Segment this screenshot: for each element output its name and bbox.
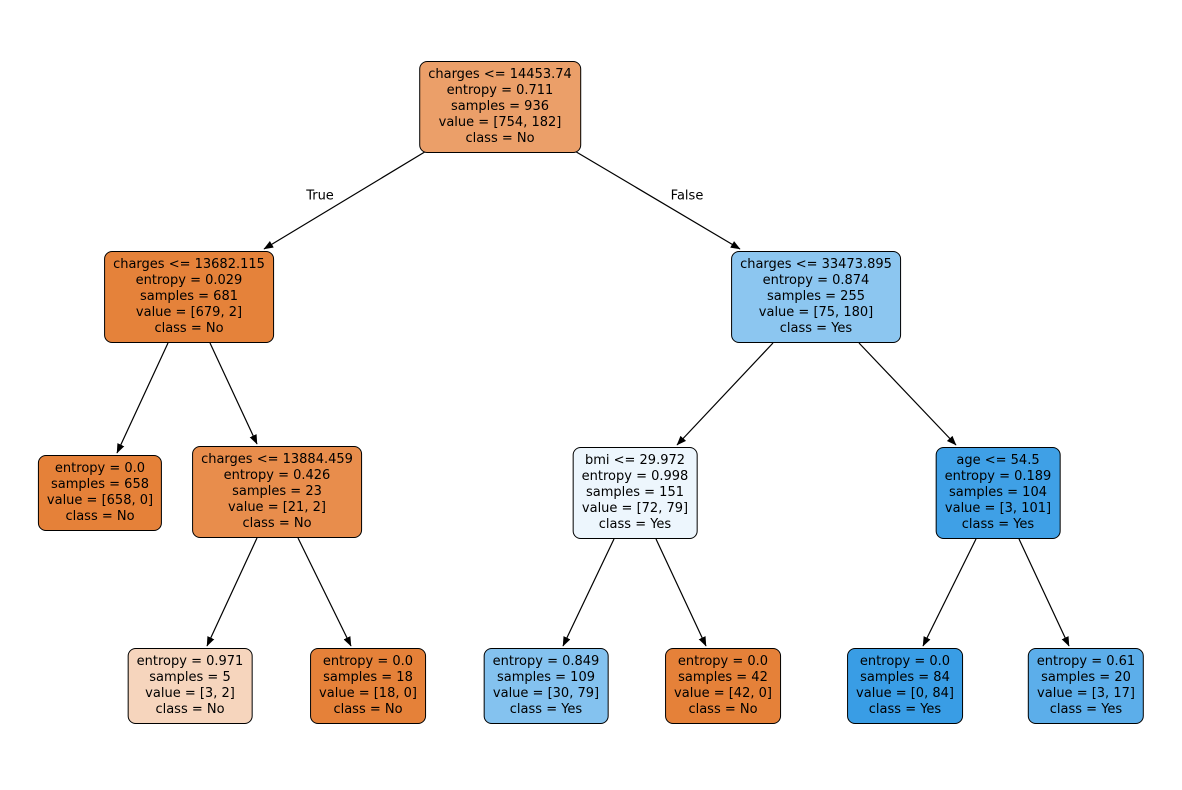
node-value: value = [3, 101] — [944, 501, 1052, 516]
node-depth1-right: charges <= 33473.895 entropy = 0.874 sam… — [731, 251, 901, 343]
node-samples: samples = 151 — [585, 485, 685, 500]
node-class: class = Yes — [961, 517, 1035, 532]
node-samples: samples = 681 — [139, 289, 238, 304]
node-value: value = [3, 2] — [145, 686, 235, 701]
node-condition: age <= 54.5 — [956, 453, 1040, 468]
node-value: value = [30, 79] — [492, 686, 600, 701]
node-entropy: entropy = 0.998 — [581, 469, 689, 484]
edge-bmi-to-leaf30-79 — [562, 538, 615, 647]
node-value: value = [754, 182] — [438, 115, 562, 130]
node-split-13884: charges <= 13884.459 entropy = 0.426 sam… — [192, 446, 362, 538]
edge-right-to-bmi — [676, 342, 774, 446]
node-samples: samples = 5 — [149, 670, 231, 685]
node-entropy: entropy = 0.0 — [322, 654, 414, 669]
node-value: value = [658, 0] — [46, 493, 154, 508]
node-entropy: entropy = 0.0 — [54, 461, 146, 476]
node-condition: charges <= 13682.115 — [113, 257, 265, 272]
node-class: class = Yes — [598, 517, 672, 532]
node-leaf-18-0: entropy = 0.0 samples = 18 value = [18, … — [310, 648, 426, 724]
node-condition: charges <= 13884.459 — [201, 452, 353, 467]
node-class: class = No — [242, 516, 312, 531]
node-entropy: entropy = 0.029 — [135, 273, 243, 288]
node-class: class = No — [65, 509, 135, 524]
node-entropy: entropy = 0.0 — [859, 654, 951, 669]
node-entropy: entropy = 0.426 — [223, 468, 331, 483]
node-split-bmi: bmi <= 29.972 entropy = 0.998 samples = … — [572, 447, 698, 539]
node-samples: samples = 18 — [323, 670, 413, 685]
edge-split13884-to-leaf3-2 — [206, 537, 258, 647]
edge-label-false: False — [670, 188, 704, 204]
node-entropy: entropy = 0.849 — [492, 654, 600, 669]
edge-age-to-leaf3-17 — [1018, 538, 1070, 647]
node-condition: charges <= 14453.74 — [428, 67, 572, 82]
node-class: class = Yes — [509, 702, 583, 717]
node-leaf-42-0: entropy = 0.0 samples = 42 value = [42, … — [665, 648, 781, 724]
node-value: value = [72, 79] — [581, 501, 689, 516]
node-class: class = No — [155, 702, 225, 717]
node-root: charges <= 14453.74 entropy = 0.711 samp… — [419, 61, 581, 153]
node-entropy: entropy = 0.61 — [1036, 654, 1136, 669]
node-leaf-0-84: entropy = 0.0 samples = 84 value = [0, 8… — [847, 648, 963, 724]
node-value: value = [3, 17] — [1037, 686, 1135, 701]
edge-age-to-leaf0-84 — [922, 538, 977, 647]
node-condition: bmi <= 29.972 — [584, 453, 686, 468]
node-value: value = [18, 0] — [319, 686, 417, 701]
edge-bmi-to-leaf42 — [655, 538, 707, 647]
node-samples: samples = 104 — [948, 485, 1048, 500]
node-split-age: age <= 54.5 entropy = 0.189 samples = 10… — [935, 447, 1061, 539]
node-leaf-3-2: entropy = 0.971 samples = 5 value = [3, … — [127, 648, 253, 724]
node-samples: samples = 658 — [50, 477, 150, 492]
node-leaf-3-17: entropy = 0.61 samples = 20 value = [3, … — [1027, 648, 1145, 724]
node-depth1-left: charges <= 13682.115 entropy = 0.029 sam… — [104, 251, 274, 343]
edge-label-true: True — [306, 188, 334, 204]
edge-left-to-split13884 — [209, 342, 258, 445]
node-samples: samples = 255 — [766, 289, 865, 304]
node-samples: samples = 23 — [232, 484, 322, 499]
node-entropy: entropy = 0.0 — [677, 654, 769, 669]
node-entropy: entropy = 0.971 — [136, 654, 244, 669]
node-value: value = [75, 180] — [758, 305, 874, 320]
node-entropy: entropy = 0.711 — [446, 83, 554, 98]
node-samples: samples = 936 — [450, 99, 550, 114]
node-samples: samples = 109 — [496, 670, 596, 685]
node-samples: samples = 84 — [860, 670, 950, 685]
edge-right-to-age — [858, 342, 957, 446]
node-entropy: entropy = 0.874 — [762, 273, 870, 288]
node-leaf-30-79: entropy = 0.849 samples = 109 value = [3… — [483, 648, 609, 724]
node-class: class = No — [465, 131, 535, 146]
edge-left-to-leaf658 — [116, 342, 169, 454]
node-class: class = Yes — [779, 321, 853, 336]
edge-split13884-to-leaf18 — [297, 537, 352, 647]
node-class: class = Yes — [868, 702, 942, 717]
node-condition: charges <= 33473.895 — [740, 257, 892, 272]
edge-root-to-right — [572, 149, 741, 250]
node-value: value = [0, 84] — [856, 686, 954, 701]
node-class: class = No — [154, 321, 224, 336]
node-value: value = [42, 0] — [674, 686, 772, 701]
node-value: value = [21, 2] — [228, 500, 326, 515]
edge-root-to-left — [263, 149, 429, 250]
node-class: class = No — [688, 702, 758, 717]
node-samples: samples = 20 — [1041, 670, 1131, 685]
node-value: value = [679, 2] — [135, 305, 243, 320]
node-samples: samples = 42 — [678, 670, 768, 685]
node-class: class = No — [333, 702, 403, 717]
node-entropy: entropy = 0.189 — [944, 469, 1052, 484]
node-leaf-658-0: entropy = 0.0 samples = 658 value = [658… — [37, 455, 163, 531]
node-class: class = Yes — [1049, 702, 1123, 717]
